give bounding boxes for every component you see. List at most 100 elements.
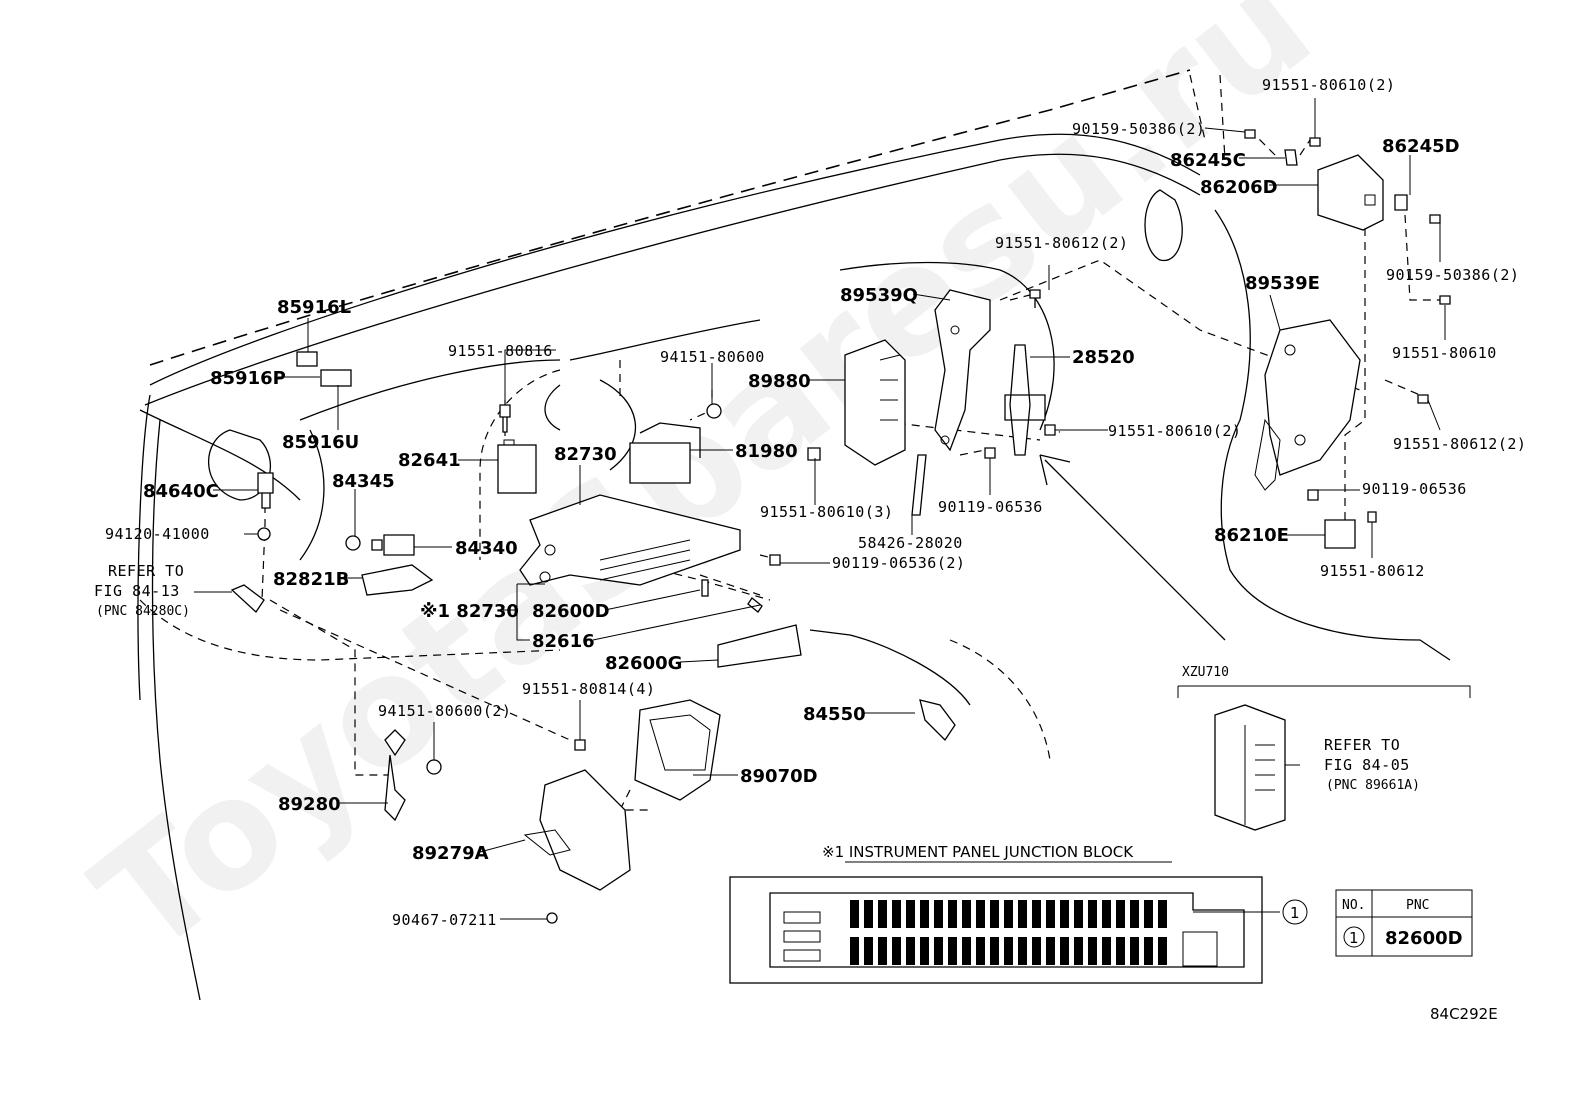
bolt-90119-06536-2 bbox=[769, 554, 781, 566]
label-85916L: 85916L bbox=[277, 297, 351, 318]
fuse-slot bbox=[1158, 900, 1167, 928]
label-82616: 82616 bbox=[532, 631, 595, 652]
connector-85916L bbox=[296, 351, 318, 367]
bracket-86245D bbox=[1394, 194, 1408, 211]
bolt-90119-06536 bbox=[984, 447, 996, 459]
module-86206D bbox=[1317, 154, 1384, 231]
label-refer2-line2: FIG 84-05 bbox=[1324, 756, 1410, 774]
fuse-slot bbox=[1130, 937, 1139, 965]
fuse-slot bbox=[1032, 900, 1041, 928]
label-91551-80612-2a: 91551-80612(2) bbox=[995, 234, 1128, 252]
bolt-90159-50386 bbox=[1244, 129, 1256, 139]
relay-28520 bbox=[1004, 344, 1046, 456]
fuse-slot bbox=[1102, 937, 1111, 965]
label-85916U: 85916U bbox=[282, 432, 359, 453]
fuse-row-bottom bbox=[850, 937, 1167, 965]
callout-number: 1 bbox=[1290, 904, 1300, 922]
label-refer2-line3: (PNC 89661A) bbox=[1326, 778, 1420, 793]
fuse-slot bbox=[1018, 900, 1027, 928]
label-89070D: 89070D bbox=[740, 766, 818, 787]
box-81980 bbox=[629, 422, 701, 484]
label-85916P: 85916P bbox=[210, 368, 286, 389]
fuse-slot bbox=[990, 937, 999, 965]
label-90159-50386-2b: 90159-50386(2) bbox=[1386, 266, 1519, 284]
table-header-pnc: PNC bbox=[1406, 898, 1429, 913]
label-90159-50386-2a: 90159-50386(2) bbox=[1072, 120, 1205, 138]
label-94120-41000: 94120-41000 bbox=[105, 525, 210, 543]
label-refer2-line1: REFER TO bbox=[1324, 736, 1400, 754]
fuse-slot bbox=[906, 900, 915, 928]
label-81980: 81980 bbox=[735, 441, 798, 462]
fuse-slot bbox=[878, 937, 887, 965]
fuse-slot bbox=[1032, 937, 1041, 965]
label-xzu710: XZU710 bbox=[1182, 665, 1229, 680]
fuse-slot bbox=[990, 900, 999, 928]
module-89661A bbox=[1214, 704, 1286, 831]
ecu-82730 bbox=[519, 494, 741, 586]
label-86210E: 86210E bbox=[1214, 525, 1289, 546]
sensor-84640C bbox=[257, 472, 274, 509]
label-89539Q: 89539Q bbox=[840, 285, 918, 306]
relay-86210E bbox=[1324, 519, 1356, 549]
guide-lines bbox=[261, 129, 1440, 811]
plate-82600G bbox=[717, 624, 802, 668]
fuse-slot bbox=[1004, 900, 1013, 928]
fuse-slot bbox=[878, 900, 887, 928]
clip-82616 bbox=[747, 597, 763, 613]
fuse-row-top bbox=[850, 900, 1167, 928]
label-91551-80610-2b: 91551-80610(2) bbox=[1108, 422, 1241, 440]
label-82600D: 82600D bbox=[532, 601, 610, 622]
module-89880 bbox=[844, 339, 906, 466]
label-91551-80816: 91551-80816 bbox=[448, 342, 553, 360]
fuse-slot bbox=[1130, 900, 1139, 928]
direction-arrow bbox=[1044, 459, 1226, 641]
connector-85916P bbox=[320, 369, 352, 387]
xzu710-variant: XZU710 REFER TO FIG 84-05 (PNC 89661A) bbox=[1177, 665, 1471, 831]
strip-58426-28020 bbox=[911, 454, 927, 516]
fuse-slot bbox=[1088, 900, 1097, 928]
fuse-slot bbox=[934, 937, 943, 965]
label-58426-28020: 58426-28020 bbox=[858, 534, 963, 552]
label-refer1-line2: FIG 84-13 bbox=[94, 582, 180, 600]
nut-94151-80600 bbox=[706, 403, 722, 419]
label-82730: 82730 bbox=[554, 444, 617, 465]
junction-block-detail: ※1 INSTRUMENT PANEL JUNCTION BLOCK 1 bbox=[729, 843, 1308, 984]
fuse-slot bbox=[1144, 937, 1153, 965]
label-28520: 28520 bbox=[1072, 347, 1135, 368]
label-86245D: 86245D bbox=[1382, 136, 1460, 157]
fuse-slot bbox=[850, 937, 859, 965]
label-86206D: 86206D bbox=[1200, 177, 1278, 198]
fuse-slot bbox=[1074, 937, 1083, 965]
fuse-slot bbox=[1158, 937, 1167, 965]
bracket-89539Q bbox=[934, 289, 991, 452]
label-89880: 89880 bbox=[748, 371, 811, 392]
pnc-table: NO. PNC 1 82600D bbox=[1335, 889, 1473, 957]
leader-lines bbox=[194, 98, 1446, 920]
label-89539E: 89539E bbox=[1245, 273, 1320, 294]
fuse-82600D bbox=[701, 579, 709, 597]
fuse-slot bbox=[1046, 937, 1055, 965]
fuse-slot bbox=[948, 900, 957, 928]
label-82730-star: ※1 82730 bbox=[420, 601, 519, 622]
label-84345: 84345 bbox=[332, 471, 395, 492]
part-labels: 85916L 85916P 85916U 91551-80816 94151-8… bbox=[94, 76, 1526, 929]
label-91551-80612: 91551-80612 bbox=[1320, 562, 1425, 580]
fuse-slot bbox=[1088, 937, 1097, 965]
label-94151-80600-2: 94151-80600(2) bbox=[378, 702, 511, 720]
bracket-89539E bbox=[1264, 319, 1361, 476]
bracket-86245C bbox=[1284, 149, 1298, 166]
fuse-slot bbox=[1116, 900, 1125, 928]
label-91551-80612-2b: 91551-80612(2) bbox=[1393, 435, 1526, 453]
label-89279A: 89279A bbox=[412, 843, 489, 864]
nut-84345 bbox=[345, 535, 361, 551]
label-89280: 89280 bbox=[278, 794, 341, 815]
fuse-slot bbox=[962, 937, 971, 965]
junction-title: ※1 INSTRUMENT PANEL JUNCTION BLOCK bbox=[822, 843, 1134, 861]
junction-block-outer bbox=[729, 876, 1263, 984]
label-84640C: 84640C bbox=[143, 481, 219, 502]
relay-82641 bbox=[497, 444, 537, 494]
fuse-slot bbox=[1004, 937, 1013, 965]
fuse-slot bbox=[906, 937, 915, 965]
bolt-91551-80816 bbox=[499, 404, 511, 433]
fuse-slot bbox=[1018, 937, 1027, 965]
